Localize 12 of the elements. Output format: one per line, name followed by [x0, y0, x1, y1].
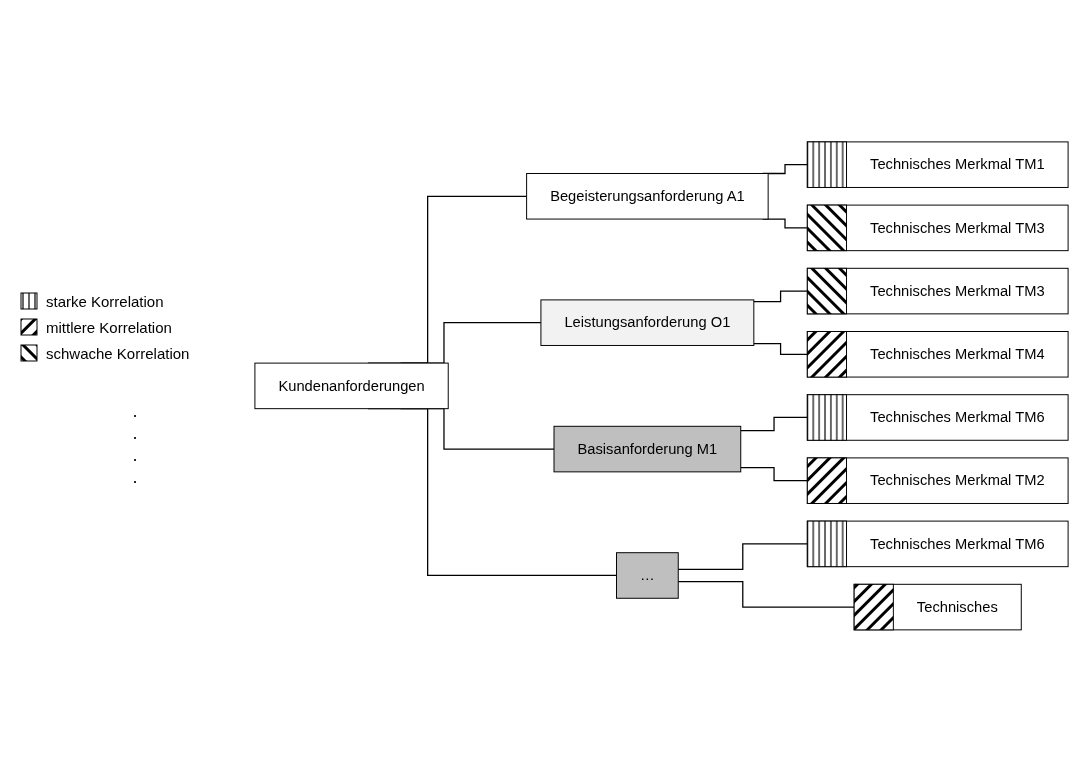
node-box: Basisanforderung M1	[553, 425, 742, 473]
legend-text: schwache Korrelation	[46, 344, 190, 362]
ellipsis-dot: .	[132, 466, 138, 488]
ellipsis-dot: .	[132, 422, 138, 444]
node-box: …	[616, 552, 679, 599]
node-box: Kundenanforderungen	[254, 362, 449, 410]
ellipsis-dot: .	[132, 400, 138, 422]
legend-text: starke Korrelation	[46, 292, 164, 310]
ellipsis-dot: .	[132, 444, 138, 466]
node-box: Leistungsanforderung O1	[540, 299, 755, 347]
legend-text: mittlere Korrelation	[46, 318, 172, 336]
node-box: Begeisterungsanforderung A1	[526, 173, 769, 220]
